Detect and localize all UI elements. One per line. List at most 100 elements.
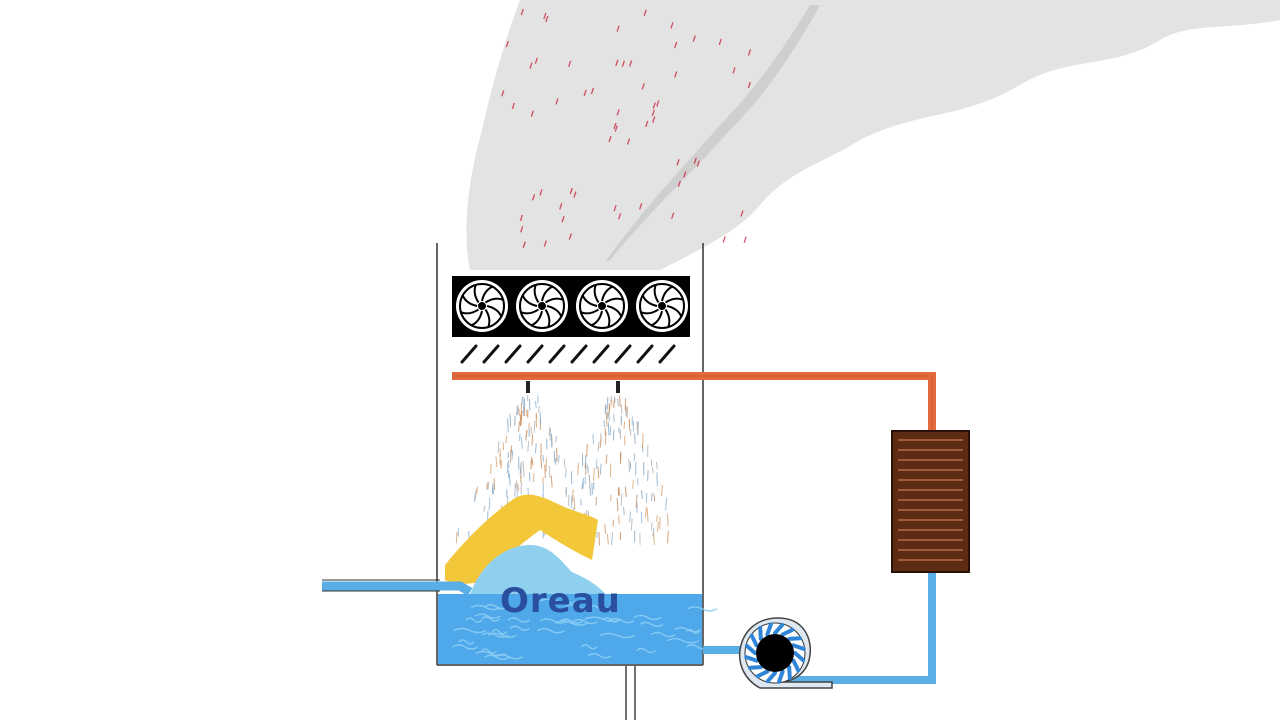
spray-streak [608, 402, 611, 411]
spray-streak [518, 421, 520, 432]
louver-blade [658, 344, 676, 364]
spray-streak [628, 458, 630, 473]
plume-droplet [529, 62, 533, 69]
spray-streak [634, 433, 636, 444]
spray-streak [653, 533, 655, 545]
plume-droplet [674, 71, 678, 78]
plume-droplet [740, 210, 744, 217]
plume-droplet [732, 67, 736, 74]
spray-streak [455, 532, 458, 544]
fan-icon [576, 280, 628, 332]
spray-streak [620, 404, 623, 414]
spray-streak [556, 447, 558, 462]
spray-streak [629, 511, 632, 523]
spray-streak [497, 441, 500, 454]
heat-exchanger [891, 430, 970, 573]
water-ripple [608, 617, 635, 624]
plume-droplet [531, 194, 536, 201]
louver-blade [504, 344, 522, 364]
logo-text: Oreau [500, 581, 621, 621]
spray-streak [629, 429, 632, 436]
hot-water-pipe [452, 372, 936, 432]
spray-streak [539, 411, 542, 425]
water-ripples [452, 598, 718, 661]
plume-droplet [651, 109, 655, 117]
water-ripple [509, 625, 530, 631]
spray-streak [528, 472, 531, 482]
water-ripple [602, 617, 620, 623]
spray-streak [525, 409, 528, 417]
water-ripple [474, 613, 501, 619]
plume-droplet [519, 214, 524, 222]
spray-streak [573, 497, 576, 510]
hot-pipe-outline [452, 375, 933, 432]
spray-streak [655, 461, 658, 469]
plume-droplet [629, 60, 633, 67]
hot-droplets-in-plume [501, 8, 752, 248]
fan-panel [452, 276, 690, 337]
spray-streak [646, 508, 649, 522]
plume-droplet [543, 240, 547, 247]
water-basin [438, 594, 718, 664]
spray-streak [604, 524, 606, 534]
water-ripple [470, 604, 501, 611]
plume-droplet [530, 110, 535, 117]
spray-streak [609, 426, 612, 435]
water-ripple [650, 631, 676, 638]
spray-streak [611, 532, 614, 546]
plume-droplet [645, 120, 649, 128]
water-ripple [480, 648, 497, 654]
spray-streak [597, 441, 600, 452]
water-ripple [537, 628, 565, 634]
logo-yellow-swoosh [445, 494, 598, 584]
spray-streak [534, 443, 537, 453]
plume-droplet [569, 187, 573, 195]
water-ripple [666, 637, 700, 644]
plume-droplet [505, 40, 509, 48]
louver-blade [482, 344, 500, 364]
spray-streak [656, 515, 658, 522]
spray-streak [595, 459, 598, 469]
spray-streak [606, 533, 609, 545]
spray-nozzles [526, 381, 620, 393]
spray-streak [607, 421, 610, 436]
spray-streak [603, 420, 605, 427]
spray-streak [558, 455, 560, 463]
plume-droplet [501, 90, 505, 97]
water-ripple [639, 621, 664, 628]
spray-streak [653, 493, 656, 502]
tower-shell [436, 243, 704, 666]
spray-streak [607, 411, 609, 420]
plume-droplet [561, 215, 565, 223]
plume-droplet [639, 203, 643, 210]
plume-droplet [522, 241, 526, 248]
spray-streak [591, 483, 593, 495]
plume-droplet [652, 102, 656, 109]
plume-droplet [590, 87, 595, 95]
plume-droplet [534, 57, 538, 64]
plume-droplet [608, 135, 612, 143]
makeup-water-inlet [322, 579, 473, 596]
louver-blade [548, 344, 566, 364]
spray-streak [495, 456, 498, 468]
plume-droplet [614, 125, 618, 132]
fan-icon [636, 280, 688, 332]
spray-streak [492, 483, 495, 494]
spray-streak [577, 462, 579, 476]
water-ripple [475, 650, 506, 657]
water-ripple [599, 632, 636, 639]
water-ripple [481, 616, 500, 622]
plume-droplet [616, 109, 620, 116]
plume-droplet [615, 59, 619, 67]
spray-streak [635, 494, 638, 508]
water-ripple [572, 618, 599, 625]
spray-streak [525, 429, 528, 437]
spray-streak [651, 466, 654, 474]
spray-streak [630, 518, 633, 531]
louver-blade [614, 344, 632, 364]
spray-streak [555, 436, 557, 443]
spray-streak [628, 418, 631, 431]
louver-blade [570, 344, 588, 364]
fan-icon [516, 280, 568, 332]
